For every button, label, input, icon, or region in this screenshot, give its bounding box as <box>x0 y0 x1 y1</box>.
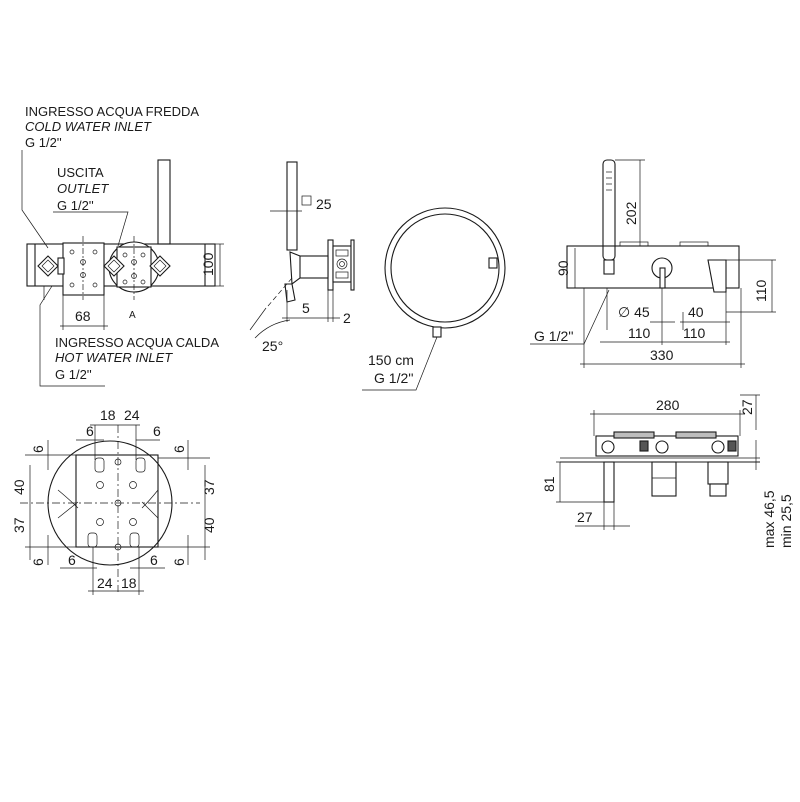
side-dim-6-tl: 6 <box>30 445 46 453</box>
side-lever <box>284 283 296 303</box>
front-view: INGRESSO ACQUA FREDDA COLD WATER INLET G… <box>21 104 224 387</box>
max-depth: max 46,5 <box>761 490 777 548</box>
hot-inlet-leader <box>39 285 105 387</box>
top-lever <box>707 461 729 485</box>
right-mixer-body <box>566 245 740 289</box>
left-mounting-plate <box>62 242 105 296</box>
outlet-label-it: USCITA <box>57 165 104 180</box>
fitting-right <box>149 255 171 277</box>
right-hand-shower <box>602 159 616 261</box>
side-wall-plate <box>327 239 334 291</box>
height-dim-100: 100 <box>200 252 216 276</box>
side-dim-6-br: 6 <box>171 558 187 566</box>
cold-inlet-leader <box>21 150 49 249</box>
dim-90: 90 <box>555 260 571 276</box>
total-width-330: 330 <box>650 347 674 363</box>
cold-inlet-thread: G 1/2'' <box>25 135 62 150</box>
angle-dim-25deg: 25° <box>262 338 283 354</box>
front-view-right: 202 90 110 ∅ 45 40 110 110 33 <box>530 159 776 368</box>
top-dim-6-left: 6 <box>86 423 94 439</box>
cold-inlet-label-en: COLD WATER INLET <box>25 119 152 134</box>
side-dim-6-bl: 6 <box>30 558 46 566</box>
top-dim-18: 18 <box>100 407 116 423</box>
offset-dim-68: 68 <box>75 308 91 324</box>
dim-110-a: 110 <box>628 325 651 341</box>
top-dim-6-right: 6 <box>153 423 161 439</box>
hot-inlet-label-en: HOT WATER INLET <box>55 350 173 365</box>
right-thread: G 1/2'' <box>534 328 574 344</box>
width-dim-280: 280 <box>656 397 680 413</box>
right-lever <box>707 259 727 293</box>
hose-nut-bottom <box>432 326 442 338</box>
hose-nut-top <box>488 257 498 269</box>
hose-length: 150 cm <box>368 352 414 368</box>
top-view: 280 27 81 27 <box>541 394 794 548</box>
left-dim-40: 40 <box>11 479 27 495</box>
right-dim-40: 40 <box>201 517 217 533</box>
bot-dim-6-left: 6 <box>68 552 76 568</box>
right-thread-leader <box>530 289 610 345</box>
outlet-label-en: OUTLET <box>57 181 109 196</box>
dim-27-top: 27 <box>739 399 755 415</box>
dim-110-b: 110 <box>683 325 706 341</box>
dim-5: 5 <box>302 300 310 316</box>
plate-detail-rectangle <box>75 454 159 548</box>
top-knob <box>651 461 677 497</box>
dim-40: 40 <box>688 304 704 320</box>
hand-shower-handle <box>157 159 171 245</box>
hose-thread: G 1/2'' <box>374 370 414 386</box>
side-hand-shower <box>286 161 298 251</box>
bot-dim-6-right: 6 <box>150 552 158 568</box>
bot-dim-18: 18 <box>121 575 137 591</box>
bot-dim-24: 24 <box>97 575 113 591</box>
side-dim-6-tr: 6 <box>171 445 187 453</box>
hose-coil: 150 cm G 1/2'' <box>362 207 506 391</box>
outlet-thread: G 1/2'' <box>57 198 94 213</box>
fitting-center <box>103 255 125 277</box>
min-depth: min 25,5 <box>778 494 794 548</box>
hot-inlet-label-it: INGRESSO ACQUA CALDA <box>55 335 219 350</box>
dim-2: 2 <box>343 310 351 326</box>
square-dim-25: 25 <box>316 196 332 212</box>
outlet-leader <box>53 211 129 247</box>
top-dim-24: 24 <box>124 407 140 423</box>
cold-inlet-label-it: INGRESSO ACQUA FREDDA <box>25 104 199 119</box>
top-spout <box>603 461 615 503</box>
left-dim-37: 37 <box>11 517 27 533</box>
right-dim-37: 37 <box>201 479 217 495</box>
dim-202: 202 <box>623 201 639 225</box>
dim-27-bottom: 27 <box>577 509 593 525</box>
diameter-45: ∅ 45 <box>618 304 650 320</box>
hose-leader <box>362 336 438 391</box>
dim-110-height: 110 <box>753 279 769 302</box>
plate-detail-holes <box>87 457 146 551</box>
side-spout <box>296 255 329 279</box>
fitting-left <box>37 255 65 277</box>
hot-inlet-thread: G 1/2'' <box>55 367 92 382</box>
top-view-frame <box>595 435 739 457</box>
plate-detail: 18 24 6 6 6 40 37 6 6 37 40 6 6 6 24 <box>11 407 217 595</box>
side-view: 25 25° 5 2 <box>249 161 355 354</box>
section-marker-a: A <box>129 310 136 321</box>
dim-81: 81 <box>541 476 557 492</box>
